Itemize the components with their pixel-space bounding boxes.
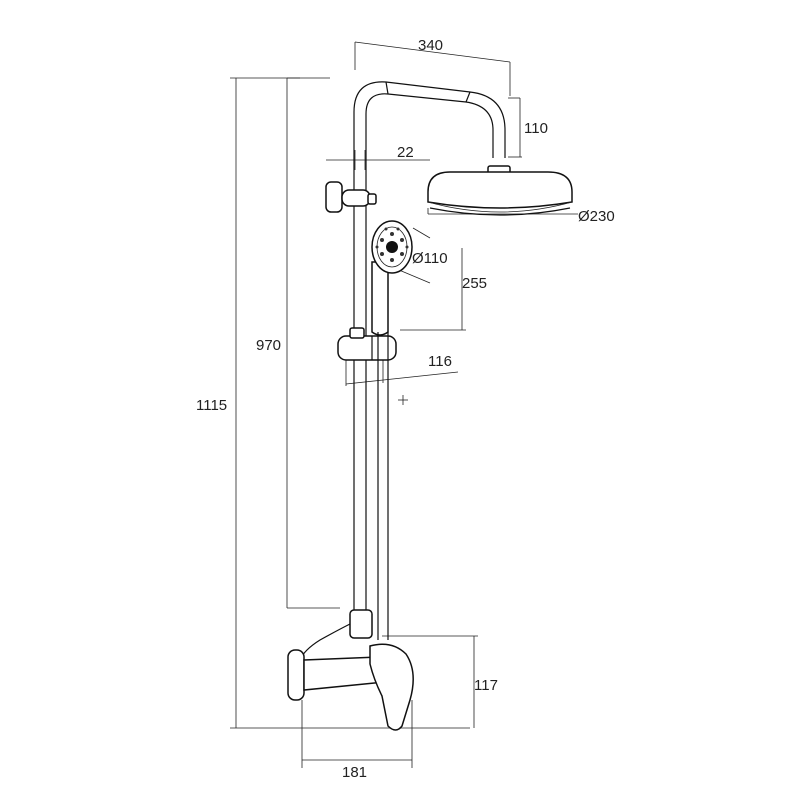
crosshair-mark <box>398 395 408 405</box>
label-total-height: 1115 <box>196 397 227 414</box>
label-head-diameter: Ø230 <box>578 208 615 225</box>
dimension-lines <box>230 41 578 768</box>
wall-bracket <box>325 181 377 213</box>
label-arm-drop: 110 <box>524 120 548 137</box>
label-hand-diameter: Ø110 <box>412 250 448 267</box>
shower-arm <box>353 81 506 620</box>
dimension-labels: 1115 970 340 110 22 Ø230 Ø110 255 116 11… <box>196 37 615 781</box>
label-slider-to-hand: 255 <box>462 275 487 292</box>
thermostatic-mixer <box>287 643 414 731</box>
label-slider-offset: 116 <box>428 353 452 370</box>
label-bar-height: 970 <box>256 337 281 354</box>
diverter-valve <box>299 609 373 661</box>
connector-pipe <box>377 332 389 640</box>
label-mixer-height: 117 <box>474 677 498 694</box>
hand-shower <box>371 220 413 336</box>
label-wall-offset: 22 <box>397 144 414 161</box>
label-arm-length: 340 <box>418 37 443 54</box>
slider-holder <box>337 327 397 361</box>
rain-shower-head <box>427 165 573 216</box>
label-mixer-width: 181 <box>342 764 367 781</box>
